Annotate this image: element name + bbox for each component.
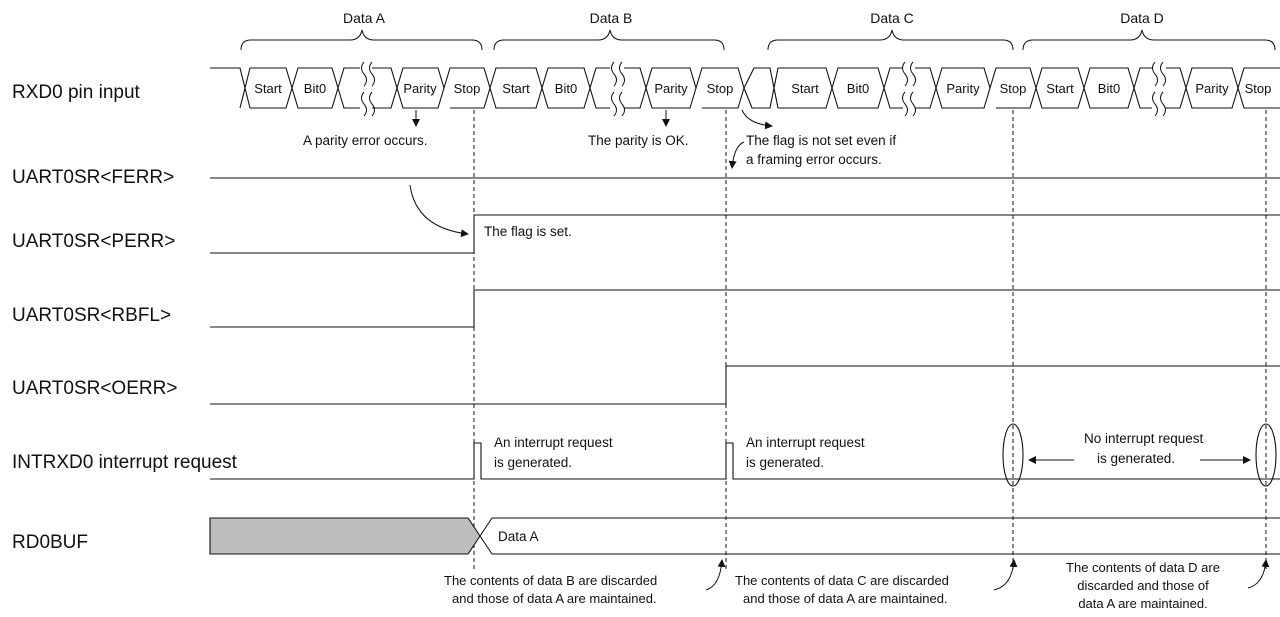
bit-parity-d: Parity bbox=[1195, 81, 1229, 96]
signal-label-perr: UART0SR<PERR> bbox=[12, 231, 175, 252]
bit-bit0-b: Bit0 bbox=[555, 81, 577, 96]
svg-text:The contents of data B are dis: The contents of data B are discarded bbox=[444, 573, 657, 588]
svg-text:and those of data A are mainta: and those of data A are maintained. bbox=[452, 591, 657, 606]
bit-start-a: Start bbox=[254, 81, 282, 96]
annotation-parity-ok: The parity is OK. bbox=[588, 110, 689, 148]
no-irq-marker-c bbox=[1002, 423, 1024, 487]
no-irq-marker-d bbox=[1255, 423, 1277, 487]
signal-label-oerr: UART0SR<OERR> bbox=[12, 378, 177, 399]
svg-text:discarded and those of: discarded and those of bbox=[1077, 578, 1209, 593]
svg-text:The contents of data D are: The contents of data D are bbox=[1066, 560, 1220, 575]
signal-label-intrxd0: INTRXD0 interrupt request bbox=[12, 452, 238, 473]
rd0buf-waveform: Data A bbox=[209, 517, 1280, 555]
svg-text:is generated.: is generated. bbox=[1097, 451, 1175, 466]
bit-stop-a: Stop bbox=[454, 81, 481, 96]
group-brace-data-d: Data D bbox=[1022, 10, 1276, 51]
annotation-flag-set: The flag is set. bbox=[409, 184, 572, 239]
annotation-parity-error: A parity error occurs. bbox=[303, 110, 428, 148]
svg-text:The flag is set.: The flag is set. bbox=[484, 224, 572, 239]
group-brace-data-c: Data C bbox=[767, 10, 1014, 51]
rxd0-waveform bbox=[210, 61, 1280, 117]
svg-text:a framing error occurs.: a framing error occurs. bbox=[746, 152, 882, 167]
group-label-data-a: Data A bbox=[343, 10, 386, 26]
group-label-data-b: Data B bbox=[590, 10, 633, 26]
bit-stop-d: Stop bbox=[1245, 81, 1272, 96]
bit-bit0-d: Bit0 bbox=[1098, 81, 1120, 96]
svg-text:is generated.: is generated. bbox=[494, 455, 572, 470]
svg-text:and those of data A are mainta: and those of data A are maintained. bbox=[743, 591, 948, 606]
svg-text:No interrupt request: No interrupt request bbox=[1084, 431, 1204, 446]
bit-parity-a: Parity bbox=[403, 81, 437, 96]
svg-text:The contents of data C are dis: The contents of data C are discarded bbox=[735, 573, 949, 588]
bit-stop-c: Stop bbox=[1000, 81, 1027, 96]
group-label-data-d: Data D bbox=[1120, 10, 1164, 26]
bit-parity-b: Parity bbox=[654, 81, 688, 96]
signal-label-ferr: UART0SR<FERR> bbox=[12, 167, 174, 188]
bit-stop-b: Stop bbox=[707, 81, 734, 96]
oerr-waveform bbox=[210, 365, 1280, 405]
annotation-no-irq: No interrupt request is generated. bbox=[1028, 431, 1251, 466]
bit-start-c: Start bbox=[791, 81, 819, 96]
svg-text:A parity error occurs.: A parity error occurs. bbox=[303, 133, 428, 148]
intrxd0-waveform bbox=[210, 442, 1280, 480]
svg-text:An interrupt request: An interrupt request bbox=[746, 435, 865, 450]
bit-parity-c: Parity bbox=[946, 81, 980, 96]
svg-text:An interrupt request: An interrupt request bbox=[494, 435, 613, 450]
bit-start-b: Start bbox=[502, 81, 530, 96]
group-brace-data-b: Data B bbox=[493, 10, 725, 51]
annotation-discard-d: The contents of data D are discarded and… bbox=[1066, 559, 1270, 611]
rxd0-bit-labels: Start Bit0 Parity Stop Start Bit0 Parity… bbox=[254, 81, 1271, 96]
annotation-irq-c: An interrupt request is generated. bbox=[746, 435, 865, 470]
annotation-flag-not-set: The flag is not set even if a framing er… bbox=[728, 109, 896, 169]
rd0buf-value: Data A bbox=[498, 529, 539, 544]
signal-label-rd0buf: RD0BUF bbox=[12, 532, 88, 553]
svg-text:The flag is not set even if: The flag is not set even if bbox=[746, 133, 896, 148]
svg-text:is generated.: is generated. bbox=[746, 455, 824, 470]
bit-start-d: Start bbox=[1046, 81, 1074, 96]
group-brace-data-a: Data A bbox=[240, 10, 483, 51]
group-label-data-c: Data C bbox=[870, 10, 914, 26]
annotation-discard-c: The contents of data C are discarded and… bbox=[735, 559, 1018, 606]
rbfl-waveform bbox=[210, 289, 1280, 328]
signal-label-rbfl: UART0SR<RBFL> bbox=[12, 305, 171, 326]
annotation-discard-b: The contents of data B are discarded and… bbox=[444, 559, 726, 606]
perr-waveform bbox=[210, 214, 1280, 254]
svg-text:data A are maintained.: data A are maintained. bbox=[1078, 596, 1207, 611]
svg-text:The parity is OK.: The parity is OK. bbox=[588, 133, 689, 148]
annotation-irq-b: An interrupt request is generated. bbox=[494, 435, 613, 470]
bit-bit0-a: Bit0 bbox=[304, 81, 326, 96]
bit-bit0-c: Bit0 bbox=[847, 81, 869, 96]
timing-markers bbox=[473, 110, 1267, 572]
signal-label-rxd0: RXD0 pin input bbox=[12, 82, 141, 103]
